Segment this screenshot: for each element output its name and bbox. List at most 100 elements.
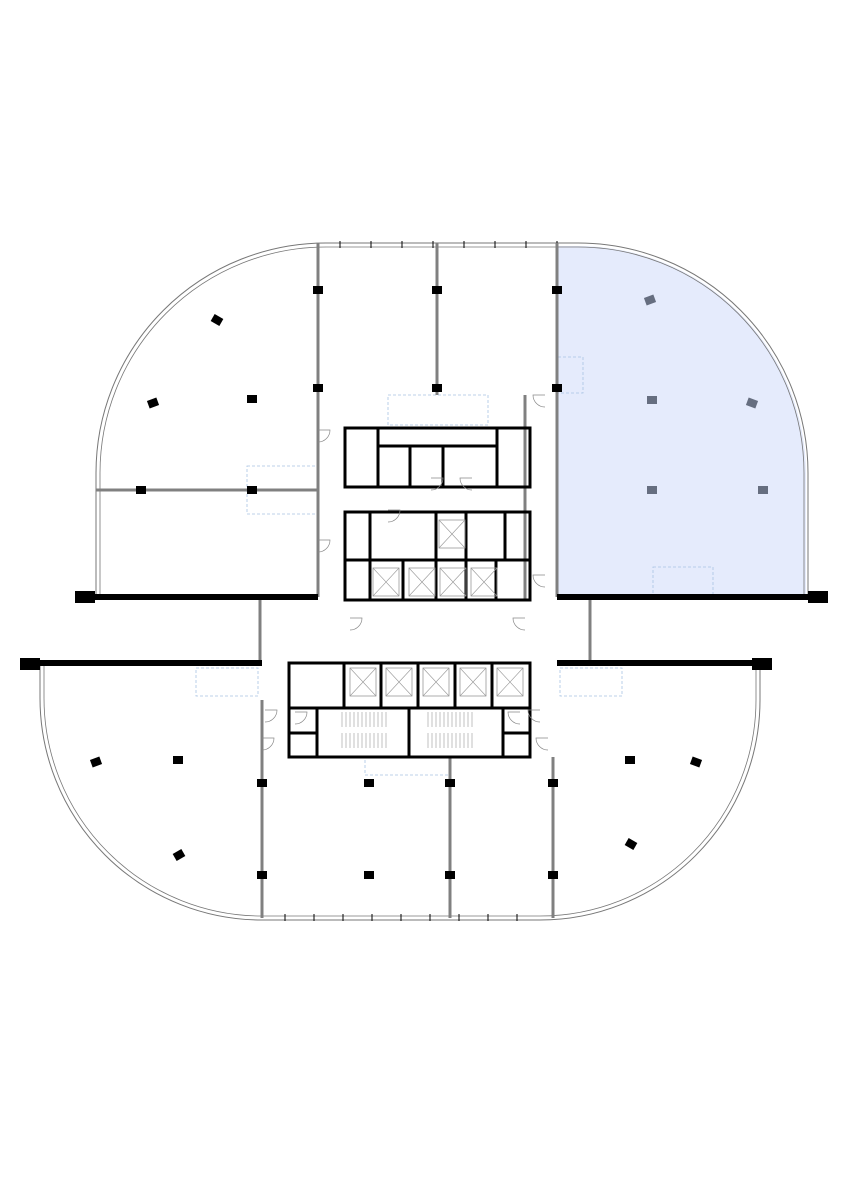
column <box>548 779 558 787</box>
facade <box>39 241 809 921</box>
core-room <box>494 558 532 602</box>
core-room <box>342 661 383 710</box>
elevator-car <box>470 567 498 597</box>
column <box>364 779 374 787</box>
column <box>432 384 442 392</box>
dashed-outline <box>195 667 259 697</box>
core-room <box>376 444 499 489</box>
facade-south-outer <box>39 663 761 921</box>
door-swing <box>459 477 473 491</box>
door-swing <box>512 617 526 631</box>
elevator-car <box>408 567 436 597</box>
core-room <box>287 731 319 759</box>
elevator-car <box>372 567 400 597</box>
core-room <box>343 558 372 602</box>
elevator-car <box>422 667 450 697</box>
structural-walls <box>20 591 828 670</box>
core-room <box>501 731 532 759</box>
door-swing <box>261 737 275 751</box>
column-highlighted <box>643 294 657 306</box>
dashed-outline <box>559 667 623 697</box>
column <box>172 849 186 861</box>
highlighted-unit-north-east[interactable] <box>558 246 806 596</box>
door-swing <box>317 539 331 553</box>
facade-south-inner <box>43 663 757 917</box>
column <box>173 756 183 764</box>
door-swing <box>507 711 521 725</box>
elevator-car <box>349 667 377 697</box>
elevator-cross <box>385 667 413 697</box>
wall-end <box>20 658 40 670</box>
elevator-cross <box>496 667 524 697</box>
core-room <box>434 510 468 562</box>
column <box>313 384 323 392</box>
column <box>548 871 558 879</box>
core-room <box>379 661 420 710</box>
columns <box>89 286 768 879</box>
elevator-car <box>459 667 487 697</box>
wall-end <box>752 658 772 670</box>
elevator-cross <box>408 567 436 597</box>
column <box>247 486 257 494</box>
wall-end <box>75 591 95 603</box>
elevator-car <box>496 667 524 697</box>
column <box>552 384 562 392</box>
core-room <box>408 444 445 489</box>
column-highlighted <box>758 486 768 494</box>
facade-north-outer <box>95 242 809 597</box>
column <box>257 779 267 787</box>
column <box>689 756 703 768</box>
core-room <box>401 558 438 602</box>
elevator-cross <box>349 667 377 697</box>
door-swing <box>535 737 549 751</box>
column <box>313 286 323 294</box>
column <box>136 486 146 494</box>
column <box>625 756 635 764</box>
column <box>146 397 160 409</box>
column-highlighted <box>647 486 657 494</box>
column <box>89 756 103 768</box>
core-room <box>287 661 346 710</box>
elevator-cross <box>438 519 466 549</box>
door-swing <box>317 429 331 443</box>
partition-walls <box>96 243 592 918</box>
elevators-and-stairs <box>341 519 524 748</box>
elevator-cross <box>422 667 450 697</box>
dashed-outline <box>387 394 489 426</box>
elevator-car <box>439 567 467 597</box>
column <box>432 286 442 294</box>
wall-end <box>808 591 828 603</box>
elevator-car <box>385 667 413 697</box>
core-room <box>343 510 372 562</box>
elevator-car <box>438 519 466 549</box>
door-swing <box>294 711 308 725</box>
door-swing <box>264 709 278 723</box>
column <box>247 395 257 403</box>
core-room <box>416 661 457 710</box>
door-swing <box>430 477 444 491</box>
column <box>210 314 224 326</box>
door-swing <box>532 394 546 408</box>
highlight-area <box>558 246 806 596</box>
column <box>445 779 455 787</box>
dashed-outline <box>364 756 451 776</box>
doors <box>261 394 549 751</box>
column-highlighted <box>745 397 759 409</box>
column <box>364 871 374 879</box>
door-swing <box>527 709 541 723</box>
core-room <box>453 661 494 710</box>
dashed-outline <box>557 356 584 394</box>
column <box>552 286 562 294</box>
elevator-cross <box>372 567 400 597</box>
elevator-cross <box>470 567 498 597</box>
column <box>257 871 267 879</box>
core-room <box>464 558 498 602</box>
elevator-cross <box>459 667 487 697</box>
door-swing <box>532 574 546 588</box>
column <box>445 871 455 879</box>
door-swing <box>387 509 401 523</box>
core-room <box>490 661 532 710</box>
elevator-cross <box>439 567 467 597</box>
facade-north-inner <box>99 246 805 597</box>
